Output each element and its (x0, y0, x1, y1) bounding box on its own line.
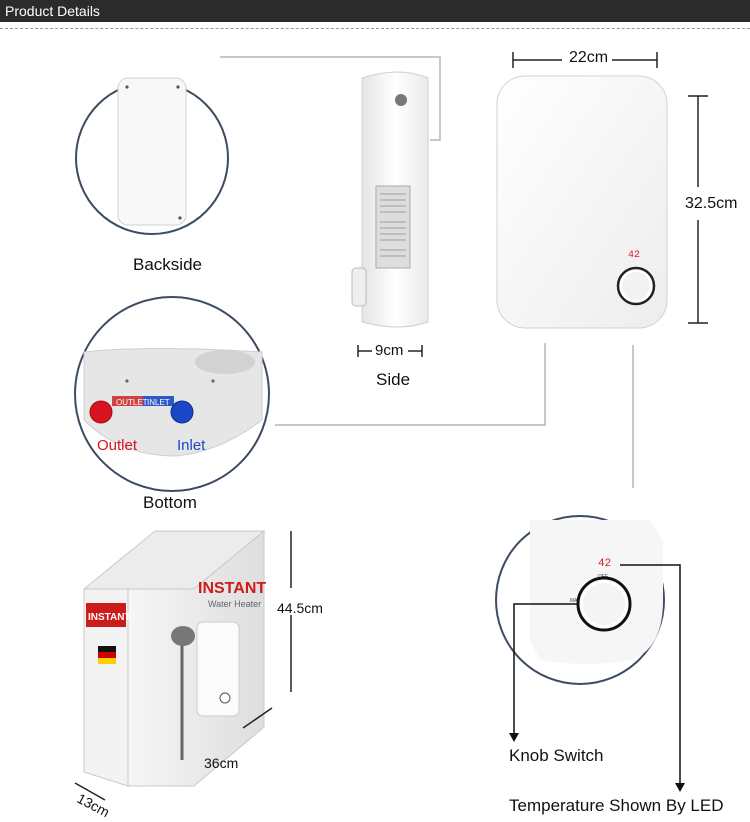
height-value: 32.5cm (685, 195, 738, 212)
box-height-value: 44.5cm (277, 600, 323, 616)
header-divider (0, 28, 750, 29)
connector-lines (220, 56, 634, 488)
pipe-outlet-tag: OUTLET (116, 398, 148, 407)
header-bar: Product Details (0, 0, 750, 22)
box-front-subtitle: Water Heater (208, 599, 261, 609)
width-dimension (512, 52, 658, 68)
side-view (351, 71, 429, 328)
depth-value: 9cm (375, 342, 404, 359)
packaging-box: INSTANT INSTANT Water Heater (82, 529, 266, 787)
page-title: Product Details (5, 3, 100, 19)
side-label: Side (376, 370, 411, 389)
depth-dimension (357, 345, 423, 357)
box-width-value: 36cm (204, 755, 239, 771)
backside-circle (75, 77, 229, 235)
backside-label: Backside (133, 255, 202, 274)
knob-zoom-circle: 42 OFF MAX (495, 515, 665, 685)
inlet-label: Inlet (177, 437, 206, 454)
zoom-led-readout: 42 (598, 558, 611, 570)
box-side-brand: INSTANT (88, 612, 131, 623)
box-front-brand: INSTANT (198, 580, 266, 597)
temperature-led-label: Temperature Shown By LED (509, 796, 724, 815)
bottom-circle: OUTLET INLET (74, 296, 270, 492)
outlet-label: Outlet (97, 437, 138, 454)
front-view: 42 (496, 75, 668, 329)
knob-arrowhead (509, 733, 519, 742)
width-value: 22cm (569, 49, 609, 66)
led-arrowhead (675, 783, 685, 792)
front-led-readout: 42 (628, 250, 640, 261)
height-dimension (688, 95, 708, 324)
pipe-inlet-tag: INLET (147, 398, 170, 407)
knob-max-mark: MAX (570, 598, 582, 604)
box-dimensions (74, 531, 292, 801)
bottom-label: Bottom (143, 493, 197, 512)
knob-switch-label: Knob Switch (509, 746, 604, 765)
callout-arrows (513, 564, 681, 785)
